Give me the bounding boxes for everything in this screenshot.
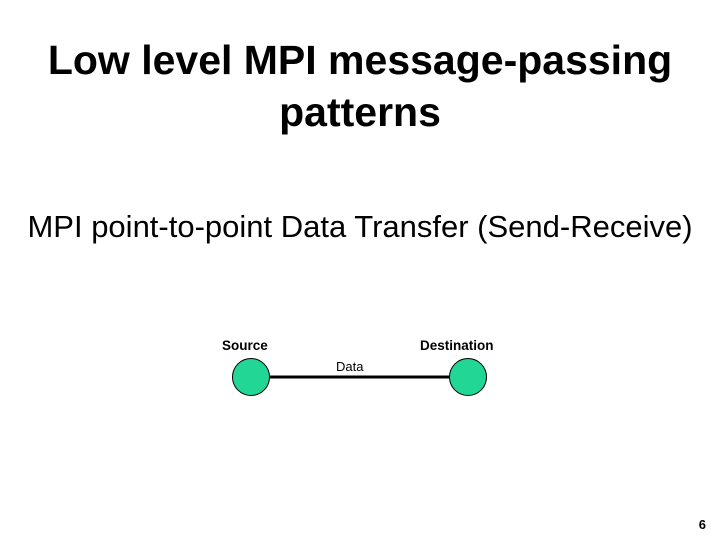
- destination-label: Destination: [420, 338, 494, 353]
- data-label: Data: [336, 359, 364, 374]
- source-node: [232, 358, 270, 396]
- send-receive-diagram: Source Destination Data: [180, 330, 540, 410]
- page-number: 6: [698, 517, 706, 532]
- source-label: Source: [222, 338, 268, 353]
- slide-subtitle: MPI point-to-point Data Transfer (Send-R…: [27, 209, 693, 244]
- destination-node: [449, 358, 487, 396]
- page-title: Low level MPI message-passing patterns: [47, 37, 673, 135]
